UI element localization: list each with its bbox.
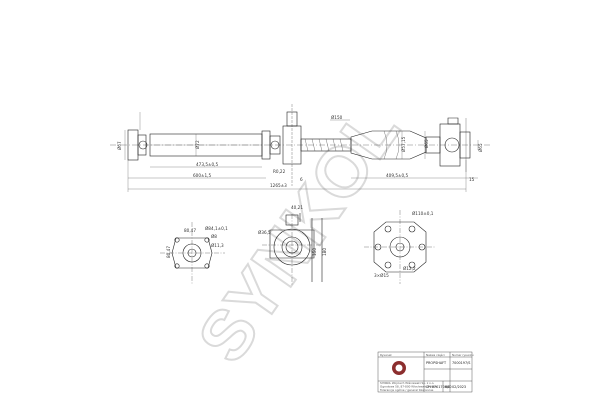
flange-dim-c: Ø8 [211, 234, 217, 239]
dim-6: 6 [300, 177, 303, 182]
dim-tube-right: Ø57,15 [401, 136, 406, 152]
dim-r022: R0,22 [273, 169, 286, 174]
tb-header-3: Numer rysunku [452, 353, 474, 357]
tb-header-1: Rysunek [380, 353, 392, 357]
title-block [377, 351, 473, 393]
flex-disc-body [373, 221, 427, 273]
flange-dim-a: 80,47 [184, 228, 196, 233]
disc-dim-bot: Ø12,2 [403, 266, 416, 271]
dim-473: 473,5±0,5 [196, 162, 218, 167]
bearing-bracket [269, 229, 315, 259]
main-dimensions [124, 112, 479, 192]
flex-disc-text: Ø110±0,1 3×Ø15 Ø12,2 [374, 211, 434, 278]
bearing-dim-top: 40,21 [291, 205, 303, 210]
flex-disc-view [364, 210, 436, 284]
disc-dim-holes: 3×Ø15 [374, 273, 389, 278]
right-flange [459, 131, 471, 159]
disc-dim-top: Ø110±0,1 [412, 211, 434, 216]
bearing-view [262, 213, 323, 285]
bearing-rubber [273, 228, 311, 266]
bearing-dim-h: 180 [322, 248, 327, 256]
watermark: SYNKOL [182, 91, 415, 377]
main-shaft-view [110, 104, 490, 186]
left-yoke [137, 134, 147, 156]
main-dim-text: Ø67 Ø72 473,5±0,5 600±1,5 1265±3 R0,22 Ø… [117, 115, 483, 188]
dim-409: 409,5±0,5 [386, 173, 408, 178]
tb-code: SH 0701706/0 [426, 385, 450, 389]
dim-150: Ø150 [331, 115, 343, 120]
tb-part-name: PROPSHAFT [426, 361, 447, 365]
bearing-text: 40,21 Ø36,5 150 180 [258, 205, 327, 256]
tb-qty: 000 [445, 385, 451, 389]
dim-1265: 1265±3 [270, 183, 287, 188]
dim-15: 15 [469, 177, 475, 182]
dim-tube-left: Ø72 [195, 140, 200, 149]
flange-left-text: 80,47 Ø84,1±0,1 Ø8 Ø11,3 80,47 [166, 226, 228, 258]
tb-address: Ogrodowa 58, 87-800 Włocławek, Polska [380, 385, 437, 389]
watermark-text: SYNKOL [183, 92, 414, 376]
flange-dim-e: Ø11,3 [211, 243, 224, 248]
title-block-text: Rysunek Nazwa części Numer rysunku PROPS… [379, 353, 474, 392]
dim-far: Ø65 [478, 143, 483, 152]
tb-date: 02/2023 [452, 385, 466, 389]
flange-dim-b: Ø84,1±0,1 [205, 226, 228, 231]
dim-right: Ø65 [424, 139, 429, 148]
tb-note: Tolerancje ogólne / general tolerances [379, 388, 434, 392]
flange-dim-f: 80,47 [166, 246, 171, 258]
tb-header-2: Nazwa części [426, 353, 445, 357]
tb-part-no: 7000197/S [452, 361, 470, 365]
bearing-dim-w: 150 [312, 248, 317, 256]
bearing-dim-d: Ø36,5 [258, 230, 271, 235]
left-ujoint [138, 140, 148, 150]
flange-left-view [160, 222, 225, 285]
dim-left-flange: Ø67 [117, 141, 122, 150]
tb-company: SYNKOL Wojciech Wiśniewski Sp. z o.o. [380, 381, 434, 385]
dim-600: 600±1,5 [193, 173, 211, 178]
